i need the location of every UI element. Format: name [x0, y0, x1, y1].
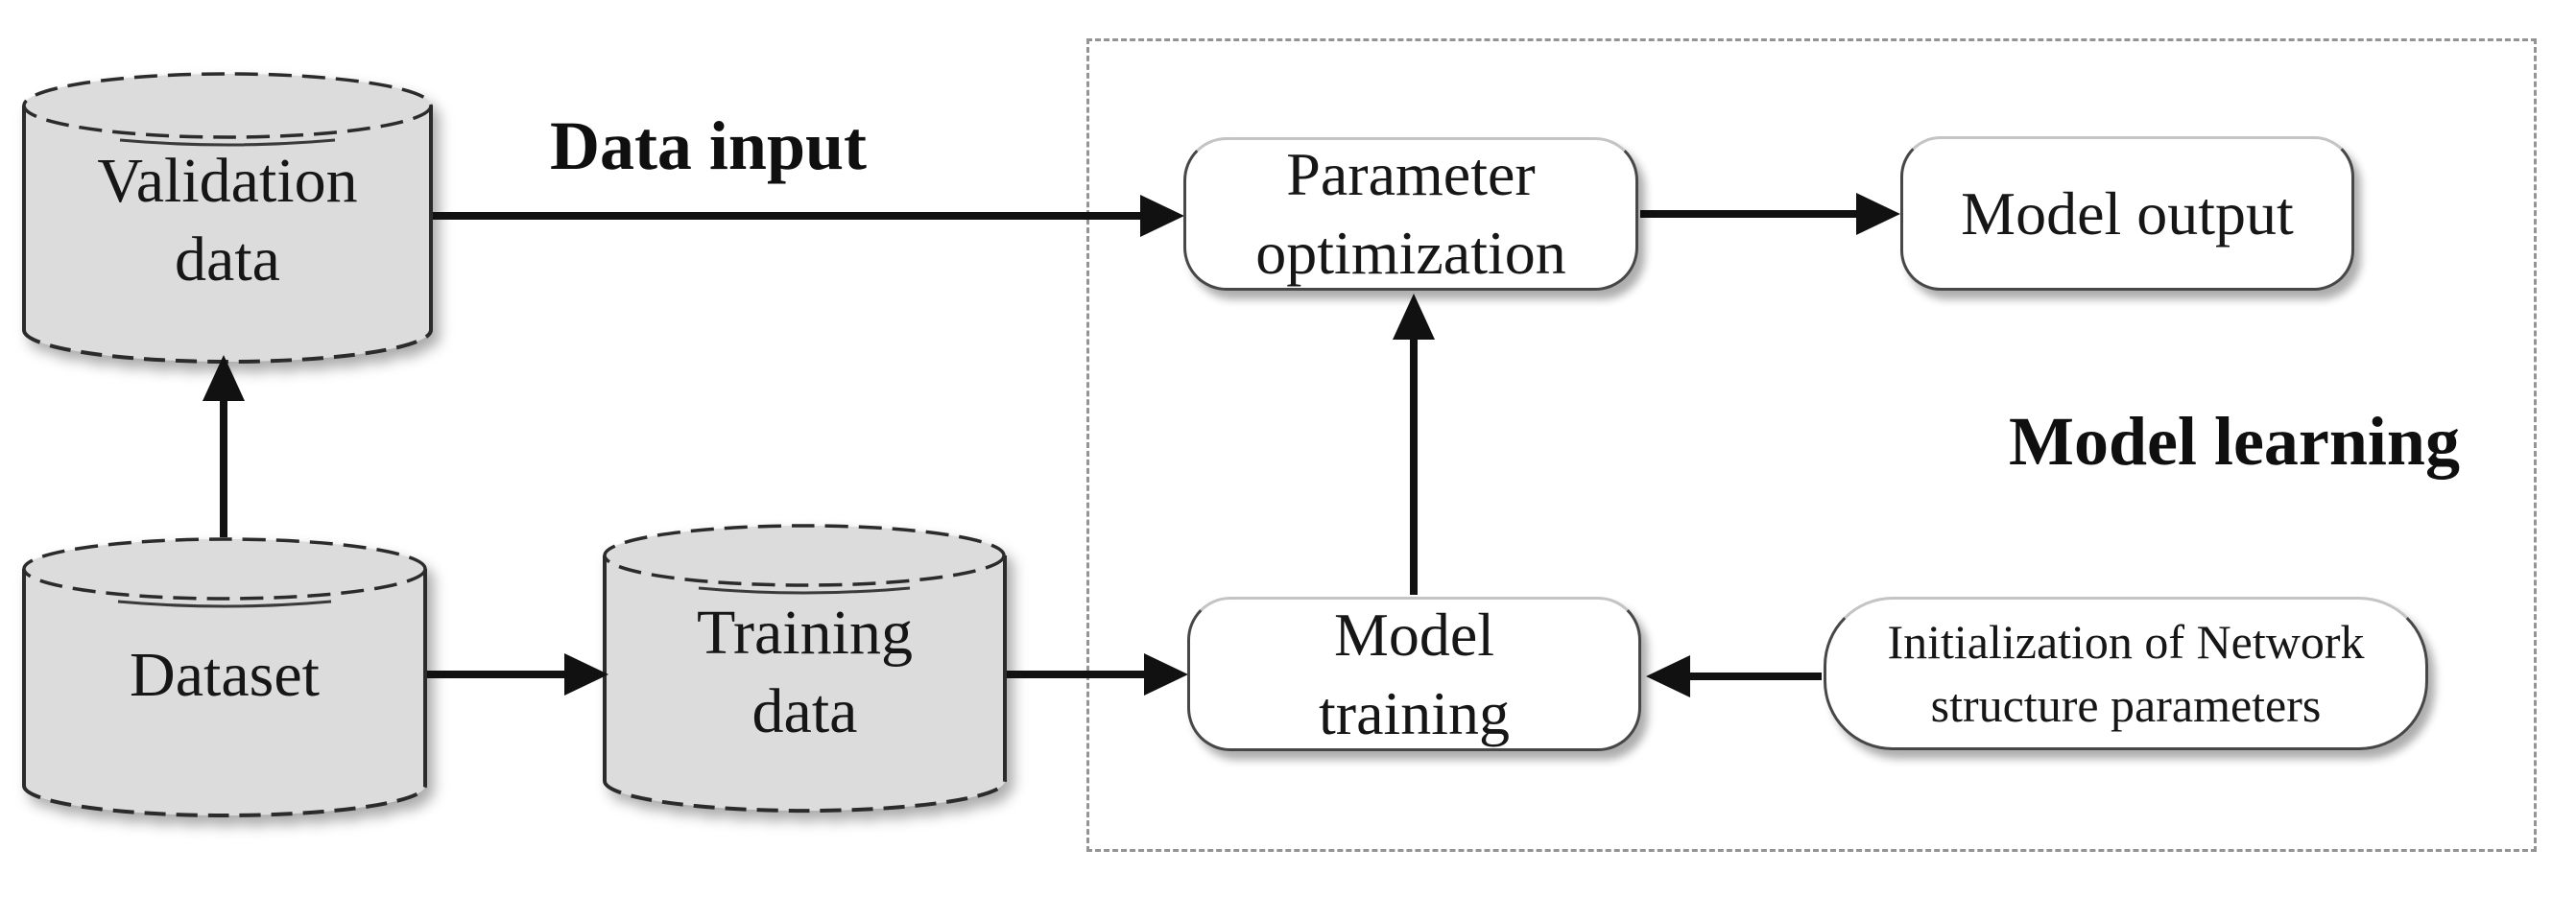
model-output-box: Model output — [1900, 136, 2354, 291]
init-network-label: Initialization of Network structure para… — [1887, 615, 2365, 732]
training-data-label: Training data — [697, 598, 913, 746]
init-network-box: Initialization of Network structure para… — [1824, 597, 2428, 750]
arrow-validation-to-paramopt — [433, 195, 1184, 237]
model-training-label: Model training — [1318, 600, 1511, 747]
model-learning-boundary — [1086, 38, 2537, 852]
arrow-dataset-to-training — [427, 653, 608, 696]
arrow-dataset-to-validation — [203, 355, 245, 537]
dataset-label: Dataset — [130, 640, 320, 710]
model-training-box: Model training — [1187, 597, 1641, 751]
parameter-optimization-box: Parameter optimization — [1183, 137, 1638, 291]
validation-data-label: Validation data — [97, 146, 358, 295]
model-output-label: Model output — [1961, 178, 2294, 248]
parameter-optimization-label: Parameter optimization — [1255, 140, 1566, 287]
data-input-label: Data input — [549, 107, 868, 184]
model-learning-label: Model learning — [2009, 403, 2460, 480]
